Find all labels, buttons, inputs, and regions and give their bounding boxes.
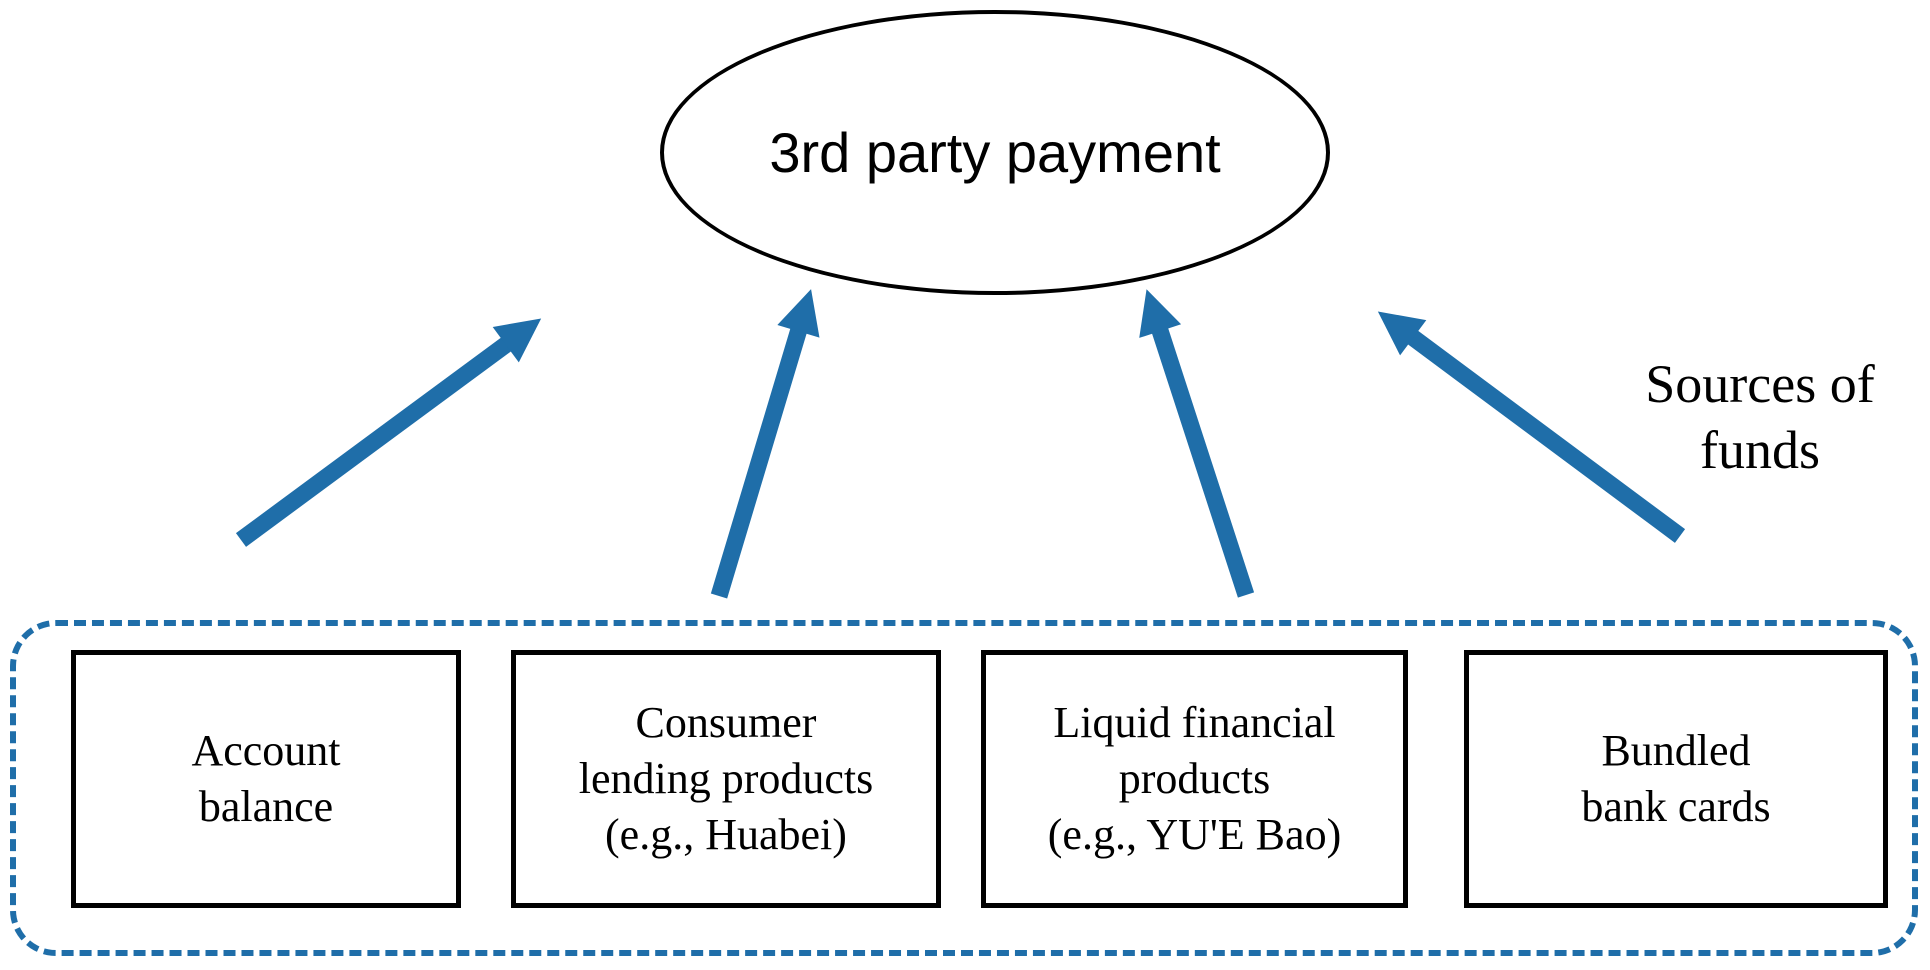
source-box-bundled-bank-cards: Bundled bank cards (1464, 650, 1888, 908)
source-box-consumer-lending: Consumer lending products (e.g., Huabei) (511, 650, 941, 908)
arrow-account-balance (235, 318, 542, 547)
third-party-payment-label: 3rd party payment (769, 121, 1221, 184)
source-box-liquid-financial: Liquid financial products (e.g., YU'E Ba… (981, 650, 1408, 908)
sources-of-funds-label: Sources of funds (1645, 354, 1875, 480)
third-party-payment-node: 3rd party payment (660, 10, 1330, 295)
arrow-bundled-bank-cards (1377, 311, 1686, 543)
funding-sources-container (10, 620, 1918, 956)
arrow-liquid-financial (1139, 289, 1255, 598)
source-box-account-balance: Account balance (71, 650, 461, 908)
source-box-label: Consumer lending products (e.g., Huabei) (578, 697, 874, 860)
source-box-label: Bundled bank cards (1581, 725, 1771, 831)
source-box-label: Account balance (191, 725, 341, 831)
source-box-label: Liquid financial products (e.g., YU'E Ba… (1047, 697, 1342, 860)
arrow-consumer-lending (710, 289, 820, 599)
